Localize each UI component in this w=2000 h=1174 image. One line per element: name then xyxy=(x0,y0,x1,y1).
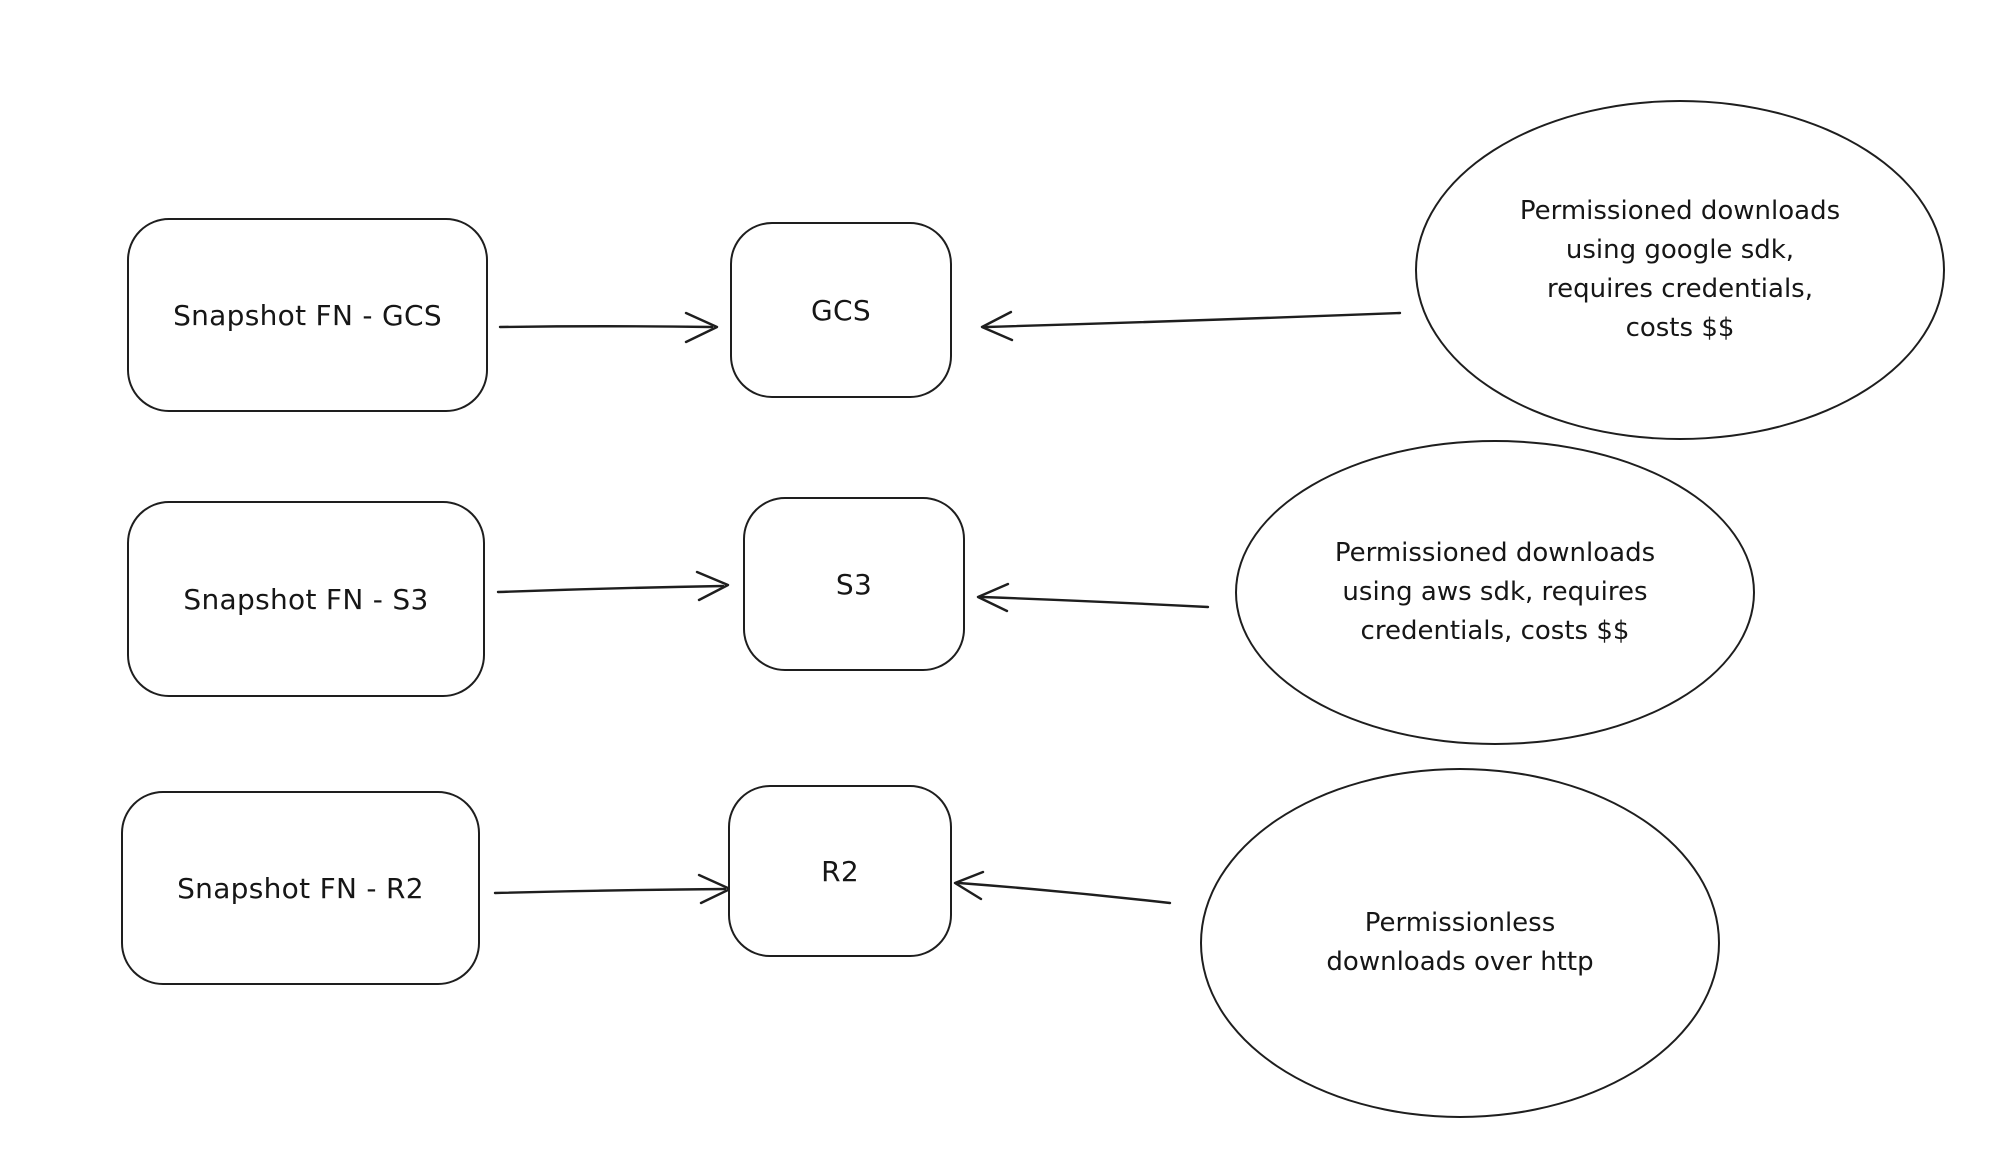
arrow-snapshot-to-r2 xyxy=(493,873,732,905)
node-s3-label: S3 xyxy=(835,567,873,601)
arrow-head-right-icon xyxy=(684,311,719,344)
node-snapshot-fn-r2-label: Snapshot FN - R2 xyxy=(177,871,424,905)
arrow-head-left-icon xyxy=(953,870,985,901)
arrow-shaft xyxy=(493,887,727,895)
node-s3: S3 xyxy=(743,497,965,671)
note-s3-text: Permissioned downloads using aws sdk, re… xyxy=(1334,538,1656,646)
arrow-snapshot-to-gcs xyxy=(498,311,719,344)
note-ellipse-r2: Permissionless downloads over http xyxy=(1200,768,1720,1118)
arrow-shaft xyxy=(984,311,1402,329)
note-r2-text: Permissionless downloads over http xyxy=(1326,908,1594,977)
arrow-shaft xyxy=(980,595,1210,609)
node-r2: R2 xyxy=(728,785,952,957)
arrow-head-left-icon xyxy=(980,310,1014,342)
node-snapshot-fn-gcs-label: Snapshot FN - GCS xyxy=(173,298,442,332)
node-r2-label: R2 xyxy=(821,854,859,888)
node-gcs: GCS xyxy=(730,222,952,398)
arrow-shaft xyxy=(498,325,714,329)
node-snapshot-fn-s3: Snapshot FN - S3 xyxy=(127,501,485,697)
arrow-shaft xyxy=(957,881,1172,905)
note-ellipse-gcs: Permissioned downloads using google sdk,… xyxy=(1415,100,1945,440)
arrow-shaft xyxy=(496,584,725,594)
arrow-head-right-icon xyxy=(695,570,730,602)
arrow-note-to-s3 xyxy=(976,582,1210,613)
node-gcs-label: GCS xyxy=(811,293,871,327)
arrow-snapshot-to-s3 xyxy=(496,570,730,602)
arrow-note-to-gcs xyxy=(980,310,1402,342)
node-snapshot-fn-gcs: Snapshot FN - GCS xyxy=(127,218,488,412)
node-snapshot-fn-r2: Snapshot FN - R2 xyxy=(121,791,480,985)
note-gcs-text: Permissioned downloads using google sdk,… xyxy=(1519,196,1841,343)
node-snapshot-fn-s3-label: Snapshot FN - S3 xyxy=(183,582,429,616)
arrow-head-left-icon xyxy=(976,582,1010,613)
arrow-note-to-r2 xyxy=(953,870,1172,905)
note-ellipse-s3: Permissioned downloads using aws sdk, re… xyxy=(1235,440,1755,745)
